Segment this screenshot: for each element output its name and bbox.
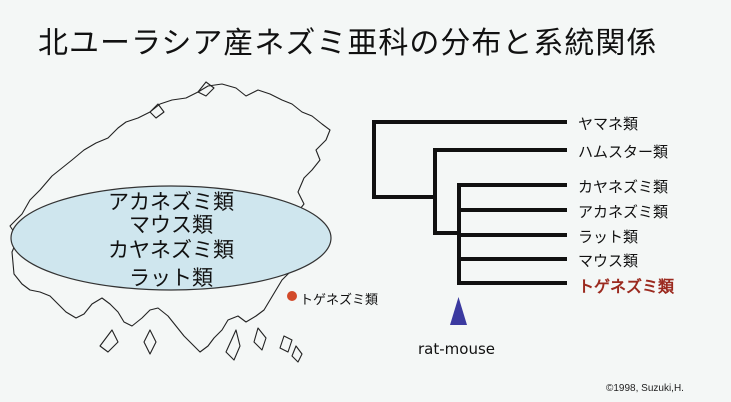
- ellipse-label-akanezumi: アカネズミ類: [108, 190, 234, 214]
- distribution-ellipse: [10, 185, 332, 291]
- phylogenetic-tree: [372, 120, 567, 285]
- leaf-togenezumi: トゲネズミ類: [578, 277, 675, 296]
- leaf-mouse: マウス類: [578, 252, 639, 270]
- togenezumi-map-label: トゲネズミ類: [300, 293, 379, 308]
- ellipse-label-kayanezumi: カヤネズミ類: [108, 238, 234, 262]
- leaf-kayanezumi: カヤネズミ類: [578, 178, 669, 196]
- copyright-text: ©1998, Suzuki,H.: [606, 383, 684, 394]
- rat-mouse-label: rat-mouse: [418, 340, 495, 358]
- ellipse-label-mouse: マウス類: [129, 213, 213, 237]
- leaf-rat: ラット類: [578, 228, 639, 246]
- leaf-hamster: ハムスター類: [578, 143, 669, 161]
- rat-mouse-triangle: [450, 297, 467, 325]
- leaf-yamane: ヤマネ類: [578, 115, 639, 133]
- leaf-akanezumi: アカネズミ類: [578, 203, 669, 221]
- slide-title: 北ユーラシア産ネズミ亜科の分布と系統関係: [38, 26, 658, 61]
- togenezumi-marker-dot: [287, 291, 297, 301]
- ellipse-label-rat: ラット類: [129, 266, 213, 290]
